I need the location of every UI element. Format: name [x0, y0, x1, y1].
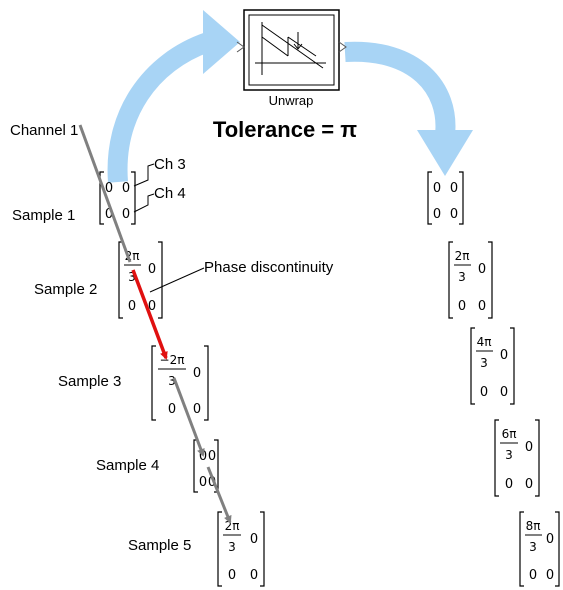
- flow-arrow-out: [344, 41, 473, 176]
- channel-arrow-segment: [206, 466, 232, 524]
- input-matrix-2: 2π 3 0 0 0: [118, 241, 163, 319]
- matrix-fraction-numerator: 2π: [225, 519, 240, 533]
- matrix-cell: 0: [500, 348, 508, 363]
- discontinuity-arrow: [131, 269, 168, 360]
- matrix-cell: 0: [478, 262, 486, 277]
- matrix-fraction-denominator: 3: [228, 540, 236, 554]
- input-sample-2-label: Sample 2: [34, 281, 97, 298]
- matrix-cell: 0: [480, 385, 488, 400]
- input-sample-3-label: Sample 3: [58, 373, 121, 390]
- matrix-cell: 0: [199, 475, 207, 490]
- matrix-fraction-numerator: 8π: [526, 519, 541, 533]
- matrix-fraction-numerator: 4π: [477, 335, 492, 349]
- output-matrix-3: 4π 3 0 0 0: [470, 327, 515, 405]
- matrix-cell: 0: [546, 568, 554, 583]
- matrix-fraction-denominator: 3: [480, 356, 488, 370]
- tolerance-label: Tolerance = π: [213, 117, 357, 142]
- matrix-cell: 0: [546, 532, 554, 547]
- matrix-cell: 0: [228, 568, 236, 583]
- matrix-fraction-denominator: 3: [529, 540, 537, 554]
- input-sample-5-label: Sample 5: [128, 537, 191, 554]
- matrix-cell: 0: [529, 568, 537, 583]
- matrix-cell: 0: [105, 181, 113, 196]
- matrix-fraction-denominator: 3: [168, 374, 176, 388]
- matrix-cell: 0: [478, 299, 486, 314]
- matrix-fraction-denominator: 3: [505, 448, 513, 462]
- phase-discontinuity-label: Phase discontinuity: [204, 259, 334, 276]
- matrix-fraction-denominator: 3: [128, 270, 136, 284]
- matrix-cell: 0: [250, 532, 258, 547]
- matrix-cell: 0: [458, 299, 466, 314]
- matrix-cell: 0: [433, 181, 441, 196]
- matrix-cell: 0: [148, 299, 156, 314]
- input-sample-4-label: Sample 4: [96, 457, 159, 474]
- matrix-cell: 0: [500, 385, 508, 400]
- matrix-cell: 0: [450, 181, 458, 196]
- output-matrix-4: 6π 3 0 0 0: [494, 419, 540, 497]
- matrix-fraction-numerator: 2π: [455, 249, 470, 263]
- matrix-cell: 0: [450, 207, 458, 222]
- channel-arrow-segment: [78, 124, 132, 263]
- unwrap-block-icon: [255, 22, 326, 75]
- matrix-cell: 0: [193, 366, 201, 381]
- output-matrix-1: 0 0 0 0: [427, 171, 464, 225]
- unwrap-label: Unwrap: [269, 93, 314, 108]
- input-sample-1-label: Sample 1: [12, 207, 75, 224]
- channel-arrow-segment: [172, 377, 205, 457]
- output-matrix-2: 2π 3 0 0 0: [448, 241, 493, 319]
- channel-1-path: [78, 124, 232, 524]
- unwrap-block[interactable]: [236, 9, 347, 91]
- matrix-fraction-denominator: 3: [458, 270, 466, 284]
- matrix-cell: 0: [168, 402, 176, 417]
- matrix-cell: 0: [105, 207, 113, 222]
- callout-lines: [133, 163, 205, 293]
- matrix-cell: 0: [208, 449, 216, 464]
- channel-1-label: Channel 1: [10, 122, 78, 139]
- matrix-fraction-numerator: 6π: [502, 427, 517, 441]
- matrix-cell: 0: [433, 207, 441, 222]
- input-matrix-5: 2π 3 0 0 0: [217, 511, 265, 587]
- matrix-cell: 0: [148, 262, 156, 277]
- matrix-cell: 0: [122, 207, 130, 222]
- input-matrix-3: −2π 3 0 0 0: [151, 345, 209, 421]
- ch4-label: Ch 4: [154, 185, 186, 202]
- input-matrix-1: 0 0 0 0: [99, 171, 136, 225]
- matrix-cell: 0: [525, 440, 533, 455]
- matrix-cell: 0: [525, 477, 533, 492]
- flow-arrow-in: [107, 10, 240, 183]
- matrix-cell: 0: [122, 181, 130, 196]
- matrix-cell: 0: [505, 477, 513, 492]
- output-matrix-5: 8π 3 0 0 0: [519, 511, 560, 587]
- matrix-cell: 0: [250, 568, 258, 583]
- matrix-cell: 0: [128, 299, 136, 314]
- matrix-cell: 0: [193, 402, 201, 417]
- matrix-cell: 0: [208, 475, 216, 490]
- ch3-label: Ch 3: [154, 156, 186, 173]
